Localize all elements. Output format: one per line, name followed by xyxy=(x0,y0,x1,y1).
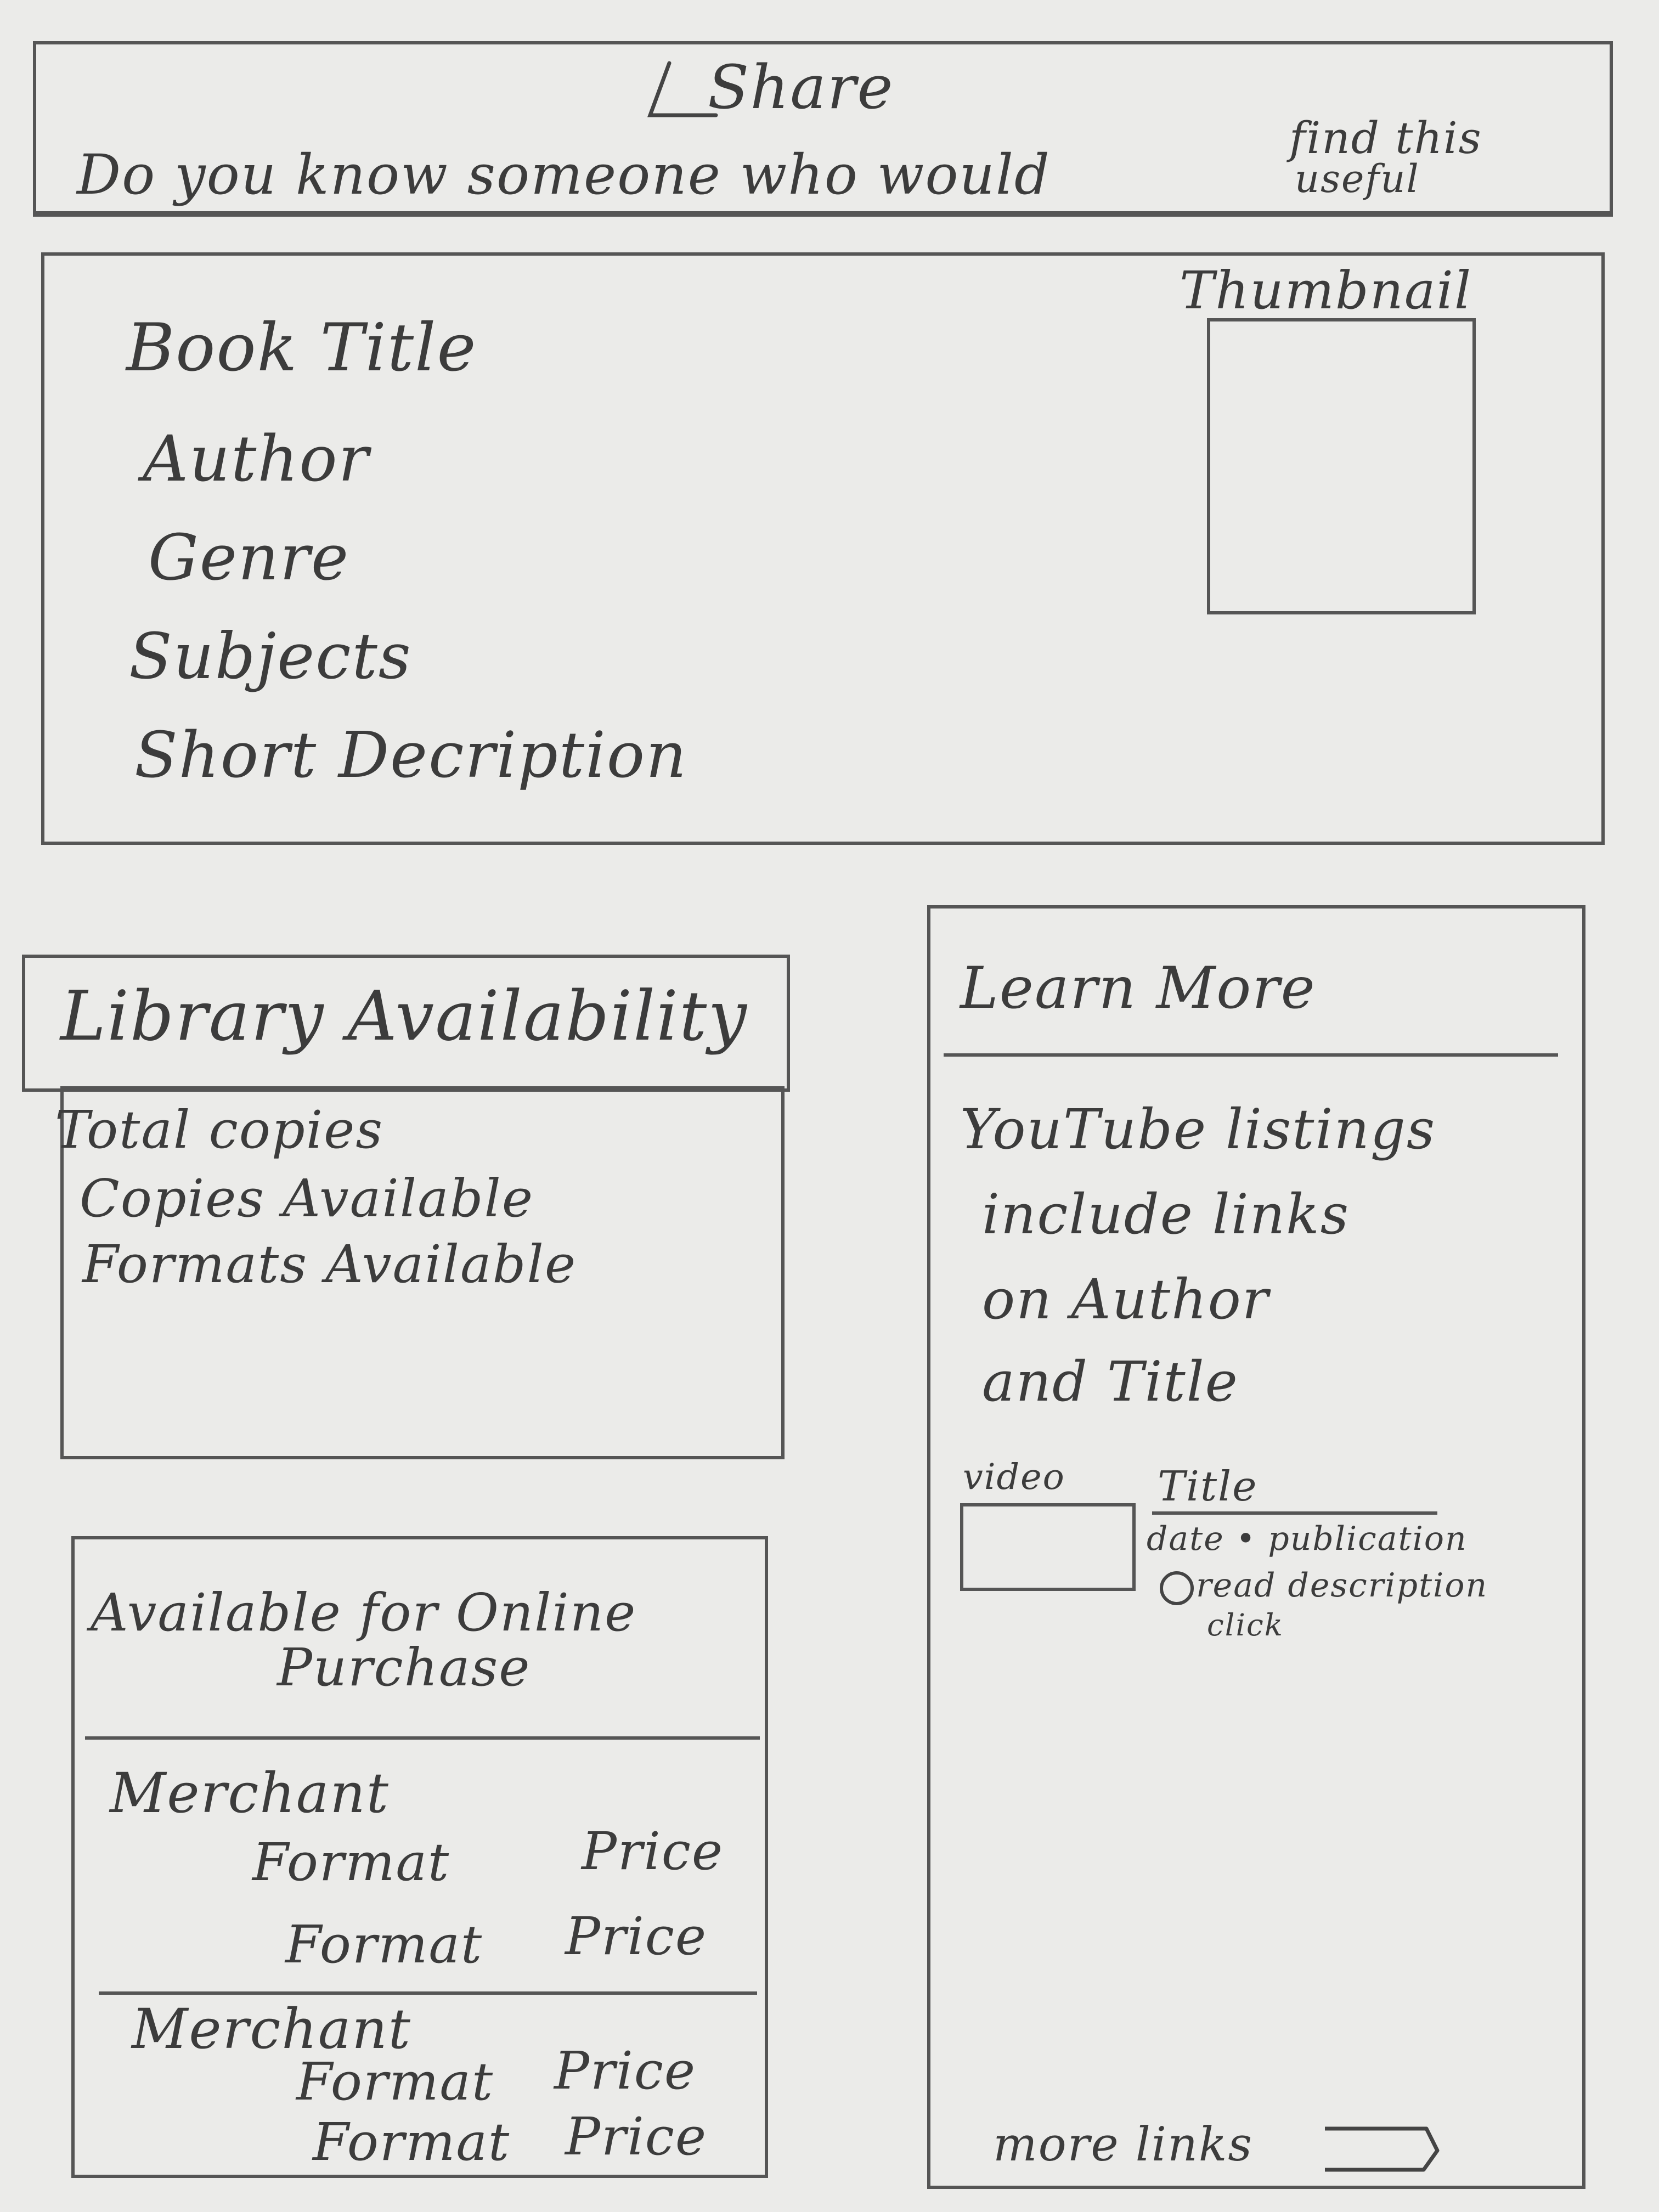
more-links-label[interactable]: more links xyxy=(993,2118,1253,2172)
more-links-arrow-icon[interactable] xyxy=(1317,2115,1448,2175)
merchant-name: Merchant xyxy=(132,1997,411,2061)
share-prompt-tail-2: useful xyxy=(1295,156,1420,201)
library-heading: Library Availability xyxy=(60,977,748,1056)
purchase-heading-line1: Available for Online xyxy=(91,1583,637,1643)
share-label: Share xyxy=(708,52,894,122)
purchase-heading-divider xyxy=(85,1736,760,1740)
video-description-click[interactable]: click xyxy=(1207,1607,1284,1643)
share-arrow-icon xyxy=(647,61,718,117)
learn-more-heading: Learn More xyxy=(960,955,1316,1022)
merchant-format[interactable]: Format xyxy=(285,1915,483,1975)
video-meta: date • publication xyxy=(1147,1520,1468,1558)
book-details-panel xyxy=(41,252,1605,845)
video-description[interactable]: read description xyxy=(1196,1566,1488,1605)
info-circle-icon[interactable] xyxy=(1158,1569,1196,1607)
book-subjects: Subjects xyxy=(129,620,412,693)
merchant-price[interactable]: Price xyxy=(582,1821,724,1882)
video-title-underline xyxy=(1152,1511,1437,1515)
book-author: Author xyxy=(143,422,370,496)
share-divider xyxy=(33,211,1613,215)
book-title: Book Title xyxy=(126,310,477,386)
thumbnail-label: Thumbnail xyxy=(1180,261,1472,321)
merchant-price[interactable]: Price xyxy=(565,1906,708,1967)
share-button[interactable]: Share xyxy=(636,52,966,129)
library-total-copies: Total copies xyxy=(55,1100,384,1160)
merchant-format[interactable]: Format xyxy=(313,2112,511,2172)
share-prompt: Do you know someone who would xyxy=(77,143,1051,207)
youtube-intro: and Title xyxy=(982,1350,1239,1414)
merchant-divider xyxy=(99,1991,757,1995)
video-label: video xyxy=(963,1457,1065,1498)
book-thumbnail xyxy=(1207,318,1476,614)
youtube-intro: YouTube listings xyxy=(960,1097,1436,1161)
merchant-format[interactable]: Format xyxy=(252,1832,450,1893)
library-formats-available: Formats Available xyxy=(82,1234,577,1295)
book-genre: Genre xyxy=(148,521,350,595)
online-purchase-panel xyxy=(71,1536,768,2178)
video-thumbnail[interactable] xyxy=(960,1503,1136,1591)
merchant-format[interactable]: Format xyxy=(296,2052,494,2112)
merchant-price[interactable]: Price xyxy=(554,2041,697,2101)
video-title[interactable]: Title xyxy=(1158,1462,1258,1510)
library-availability-panel xyxy=(60,1086,785,1459)
share-prompt-tail: find this xyxy=(1289,112,1482,163)
merchant-price[interactable]: Price xyxy=(565,2107,708,2167)
learn-more-divider xyxy=(944,1053,1558,1057)
youtube-intro: on Author xyxy=(982,1267,1269,1331)
purchase-heading-line2: Purchase xyxy=(277,1638,531,1698)
library-heading-tab xyxy=(22,955,790,1092)
youtube-intro: include links xyxy=(982,1182,1350,1246)
share-banner xyxy=(33,41,1613,217)
learn-more-panel xyxy=(927,905,1585,2189)
merchant-name: Merchant xyxy=(110,1761,390,1825)
library-copies-available: Copies Available xyxy=(80,1169,534,1229)
book-description: Short Decription xyxy=(134,719,688,792)
